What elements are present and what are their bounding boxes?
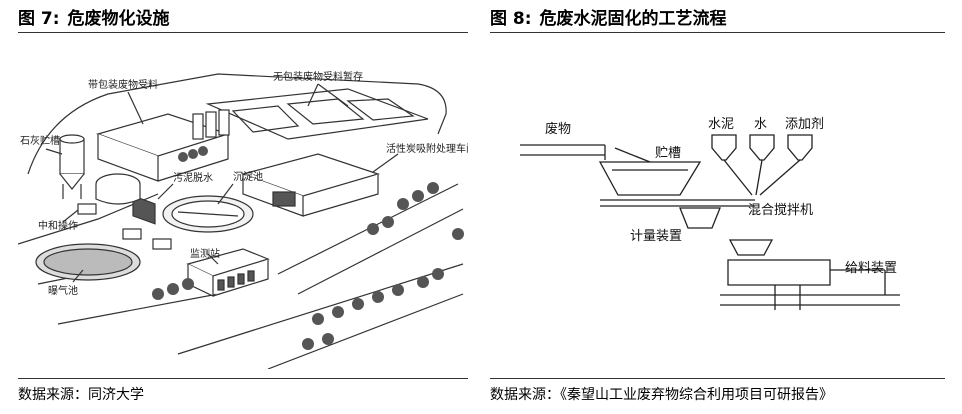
figure-7-number: 图 7: — [18, 9, 60, 29]
label-carbon-adsorption: 活性炭吸附处理车间 — [386, 142, 468, 155]
figure-7-title: 图 7: 危废物化设施 — [18, 6, 468, 33]
figure-8-source: 数据来源：《秦望山工业废弃物综合利用项目可研报告》 — [490, 378, 945, 405]
figure-8-title-text: 危废水泥固化的工艺流程 — [539, 9, 727, 29]
label-neutralization: 中和操作 — [38, 219, 78, 232]
hazardous-facility-illustration: 带包装废物受料 无包装废物受料暂存 石灰贮槽 中和操作 污泥脱水 沉淀池 活性炭… — [18, 70, 468, 369]
figure-8-panel: 图 8: 危废水泥固化的工艺流程 — [490, 0, 945, 414]
label-cement: 水泥 — [708, 117, 734, 132]
label-packaged-receiving: 带包装废物受料 — [88, 78, 158, 91]
label-waste: 废物 — [545, 121, 571, 137]
label-water: 水 — [754, 117, 767, 132]
figure-8-number: 图 8: — [490, 9, 532, 29]
figure-7-source: 数据来源：同济大学 — [18, 378, 468, 405]
figure-7-panel: 图 7: 危废物化设施 — [18, 0, 468, 414]
figure-8-title: 图 8: 危废水泥固化的工艺流程 — [490, 6, 945, 33]
label-lime-tank: 石灰贮槽 — [20, 134, 60, 147]
label-metering-device: 计量装置 — [630, 229, 682, 244]
label-monitoring-station: 监测站 — [190, 247, 220, 260]
label-sludge-dewatering: 污泥脱水 — [173, 171, 213, 184]
label-aeration-pool: 曝气池 — [48, 284, 78, 297]
label-mixer: 混合搅拌机 — [748, 202, 813, 218]
label-additive: 添加剂 — [785, 117, 824, 132]
label-unpackaged-storage: 无包装废物受料暂存 — [273, 70, 363, 83]
label-storage-tank: 贮槽 — [655, 146, 681, 161]
label-feeding-device: 给料装置 — [845, 261, 897, 276]
label-settling-tank: 沉淀池 — [233, 170, 263, 183]
figure-7-title-text: 危废物化设施 — [67, 9, 170, 29]
cement-solidification-flow-diagram: 废物 贮槽 水泥 水 添加剂 混合搅拌机 计量装置 给料装置 — [520, 117, 900, 310]
